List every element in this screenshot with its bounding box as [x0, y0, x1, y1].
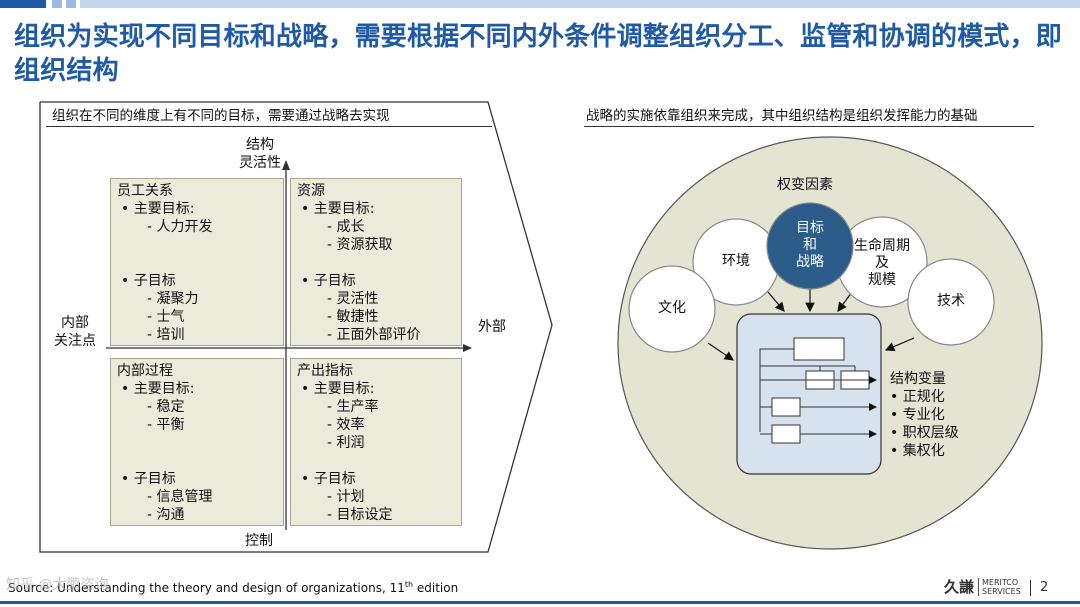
structure-variables-title: 结构变量 — [890, 371, 946, 387]
main-goal-label: • 主要目标: — [301, 201, 375, 217]
structure-variable-item: • 职权层级 — [890, 425, 959, 441]
sub-goal-item: - 培训 — [147, 327, 185, 343]
sub-goal-item: - 计划 — [327, 489, 365, 505]
right-panel-header: 战略的实施依靠组织来完成，其中组织结构是组织发挥能力的基础 — [586, 108, 978, 124]
quadrant-title: 员工关系 — [117, 183, 173, 199]
environment-text: 环境 — [722, 253, 750, 269]
main-goal-item: - 人力开发 — [147, 219, 213, 235]
sub-goal-label: • 子目标 — [121, 273, 176, 289]
main-goal-label: • 主要目标: — [121, 381, 195, 397]
page-separator — [1030, 580, 1031, 596]
sub-goal-item: - 士气 — [147, 309, 185, 325]
org-chart-node — [771, 397, 801, 417]
environment-arrow — [767, 291, 785, 312]
structure-variable-item: • 专业化 — [890, 407, 945, 423]
axis-bottom-label: 控制 — [245, 533, 273, 549]
axis-left-label: 内部 关注点 — [54, 315, 96, 349]
culture-text: 文化 — [658, 300, 686, 316]
page-title: 组织为实现不同目标和战略，需要根据不同内外条件调整组织分工、监管和协调的模式，即… — [14, 22, 1063, 86]
main-goal-item: - 成长 — [327, 219, 365, 235]
sub-goal-item: - 目标设定 — [327, 507, 393, 523]
left-header-rule — [46, 126, 492, 127]
culture-circle — [628, 265, 716, 353]
main-goal-item: - 稳定 — [147, 399, 185, 415]
watermark: 知乎 @大鹏咨询 — [6, 577, 109, 593]
sub-goal-item: - 敏捷性 — [327, 309, 379, 325]
main-goal-item: - 平衡 — [147, 417, 185, 433]
main-goal-item: - 生产率 — [327, 399, 379, 415]
structure-variables: 结构变量 • 正规化 • 专业化 • 职权层级 • 集权化 — [890, 370, 959, 460]
technology-arrow — [884, 337, 915, 352]
sub-goal-label: • 子目标 — [301, 471, 356, 487]
sub-goal-item: - 灵活性 — [327, 291, 379, 307]
company-logo-cn: 久謙 — [944, 578, 975, 596]
main-goal-item: - 效率 — [327, 417, 365, 433]
sub-goal-item: - 信息管理 — [147, 489, 213, 505]
source-citation: Source: Understanding the theory and des… — [8, 580, 459, 595]
goal-strategy-text: 目标 和 战略 — [796, 220, 824, 270]
technology-text: 技术 — [937, 293, 965, 309]
left-panel-header: 组织在不同的维度上有不同的目标，需要通过战略去实现 — [52, 108, 390, 124]
quadrant-title: 资源 — [297, 183, 325, 199]
sub-goal-label: • 子目标 — [121, 471, 176, 487]
quadrant-output-metrics: 产出指标 • 主要目标: - 生产率 - 效率 - 利润 • 子目标 - 计划 … — [290, 358, 462, 526]
lifecycle-text: 生命周期 及 规模 — [854, 238, 910, 288]
technology-circle — [907, 258, 995, 346]
page-number: 2 — [1040, 580, 1049, 595]
main-goal-item: - 利润 — [327, 435, 365, 451]
footer-rule — [0, 601, 1080, 604]
quadrant-title: 产出指标 — [297, 363, 353, 379]
org-chart-top-node — [793, 337, 845, 361]
sub-goal-label: • 子目标 — [301, 273, 356, 289]
goal-strategy-circle — [766, 202, 854, 290]
sub-goal-item: - 沟通 — [147, 507, 185, 523]
axis-right-label: 外部 — [478, 319, 506, 335]
axis-top-label: 结构 灵活性 — [239, 137, 281, 171]
contingency-label: 权变因素 — [777, 177, 833, 193]
sub-goal-item: - 正面外部评价 — [327, 327, 421, 343]
structure-variable-item: • 集权化 — [890, 443, 945, 459]
quadrant-internal-process: 内部过程 • 主要目标: - 稳定 - 平衡 • 子目标 - 信息管理 - 沟通 — [110, 358, 284, 526]
sub-goal-item: - 凝聚力 — [147, 291, 199, 307]
lifecycle-arrow — [837, 291, 853, 312]
quadrant-employee-relations: 员工关系 • 主要目标: - 人力开发 • 子目标 - 凝聚力 - 士气 - 培… — [110, 178, 284, 346]
main-goal-label: • 主要目标: — [121, 201, 195, 217]
structure-variable-item: • 正规化 — [890, 389, 945, 405]
culture-arrow — [707, 342, 734, 361]
right-header-rule — [584, 126, 1034, 127]
org-chart-node — [771, 424, 801, 444]
quadrant-resources: 资源 • 主要目标: - 成长 - 资源获取 • 子目标 - 灵活性 - 敏捷性… — [290, 178, 462, 346]
top-accent-bar — [0, 0, 1080, 8]
main-goal-label: • 主要目标: — [301, 381, 375, 397]
company-logo-en: MERITCO SERVICES — [978, 578, 1021, 596]
quadrant-title: 内部过程 — [117, 363, 173, 379]
main-goal-item: - 资源获取 — [327, 237, 393, 253]
